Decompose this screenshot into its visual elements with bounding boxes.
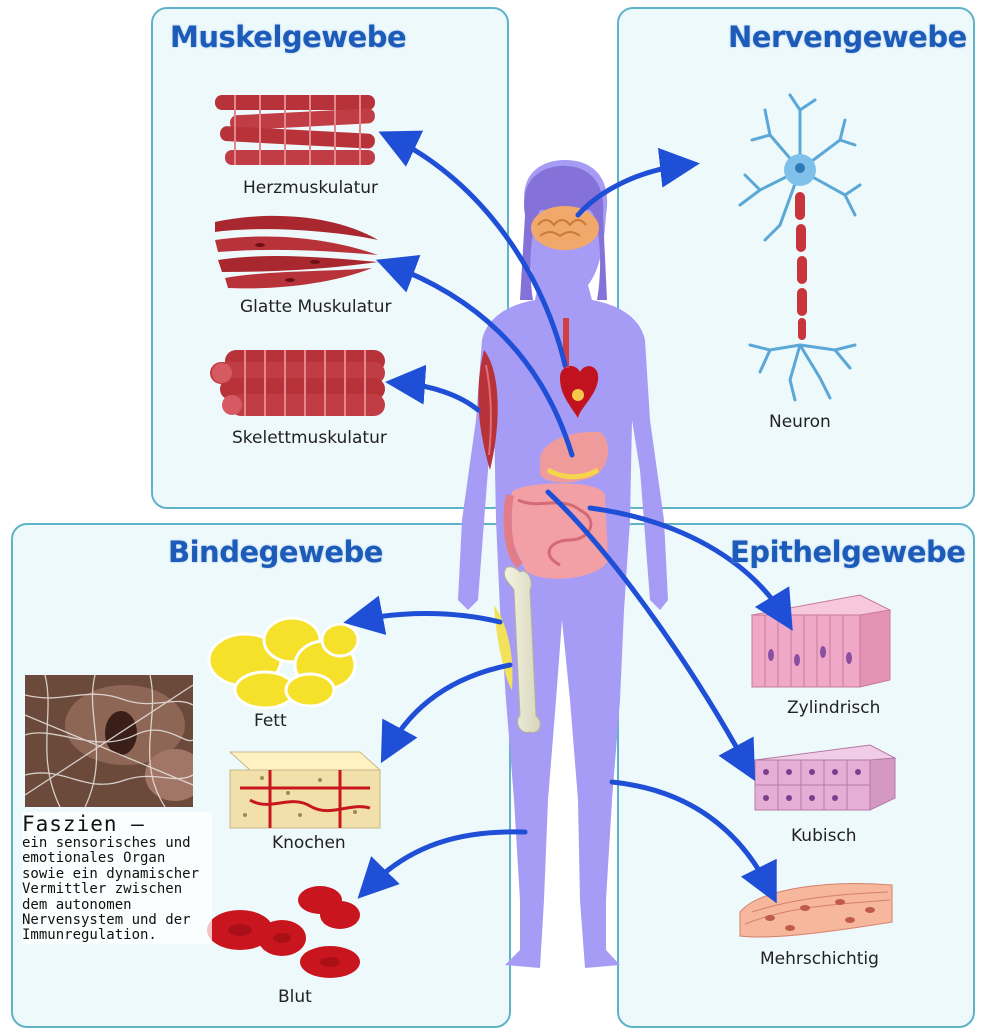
label-columnar: Zylindrisch — [787, 698, 881, 718]
arm-muscle-icon — [478, 350, 498, 470]
neuron-axon — [784, 154, 816, 340]
skeletal-muscle-illustration — [210, 350, 385, 416]
panel-muscle — [151, 7, 509, 509]
brain-icon — [531, 206, 599, 250]
cuboidal-epithelium-illustration — [753, 744, 897, 811]
label-neuron: Neuron — [769, 412, 831, 432]
femur-bone-icon — [494, 566, 541, 733]
label-fat: Fett — [254, 711, 287, 731]
neuron-illustration — [738, 93, 862, 402]
panel-title-muscle: Muskelgewebe — [170, 20, 407, 54]
label-smooth-muscle: Glatte Muskulatur — [240, 297, 392, 317]
label-bone: Knochen — [272, 833, 346, 853]
fat-cells-illustration — [207, 616, 360, 710]
heart-icon — [560, 318, 599, 418]
bone-tissue-illustration — [228, 751, 382, 829]
label-stratified: Mehrschichtig — [760, 949, 879, 969]
label-skeletal-muscle: Skelettmuskulatur — [232, 428, 387, 448]
label-cardiac-muscle: Herzmuskulatur — [243, 178, 379, 198]
panel-nerve — [617, 7, 975, 509]
label-blood: Blut — [278, 987, 312, 1007]
smooth-muscle-illustration — [215, 215, 378, 289]
stratified-epithelium-illustration — [739, 883, 893, 938]
panel-title-connective: Bindegewebe — [168, 535, 383, 569]
panel-title-nerve: Nervengewebe — [728, 20, 967, 54]
blood-cell-centers — [228, 924, 340, 967]
panel-title-epithelial: Epithelgewebe — [730, 535, 966, 569]
fascia-caption-body: ein sensorisches und emotionales Organ s… — [22, 835, 200, 944]
fascia-caption-heading: Faszien – — [22, 812, 145, 836]
digestive-organs-icon — [503, 431, 609, 579]
cardiac-muscle-illustration — [215, 95, 375, 165]
fascia-photo — [25, 675, 193, 807]
connection-arrows — [343, 130, 793, 904]
label-cuboidal: Kubisch — [791, 826, 857, 846]
fascia-caption: Faszien – ein sensorisches und emotional… — [22, 812, 212, 944]
columnar-epithelium-illustration — [750, 594, 892, 688]
